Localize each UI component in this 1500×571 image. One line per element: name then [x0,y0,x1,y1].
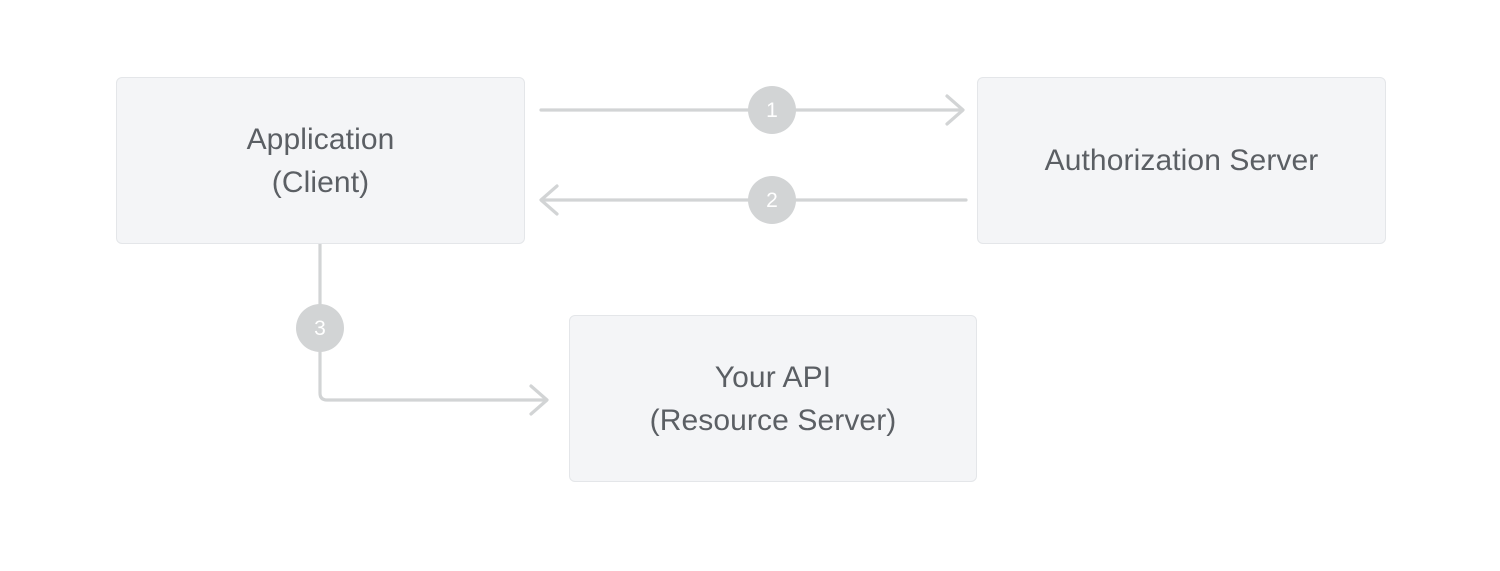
step-badge-2: 2 [748,176,796,224]
step-badge-1-number: 1 [766,98,778,122]
node-application[interactable]: Application (Client) [116,77,525,244]
node-authorization-server-label: Authorization Server [1044,144,1319,177]
node-your-api-label: Your API (Resource Server) [649,360,897,437]
node-application-label: Application (Client) [246,122,395,199]
step-badge-3: 3 [296,304,344,352]
node-your-api[interactable]: Your API (Resource Server) [569,315,977,482]
edge-3-connector [318,242,549,416]
step-badge-2-number: 2 [766,188,778,212]
step-badge-1: 1 [748,86,796,134]
node-authorization-server[interactable]: Authorization Server [977,77,1386,244]
step-badge-3-number: 3 [314,316,326,340]
